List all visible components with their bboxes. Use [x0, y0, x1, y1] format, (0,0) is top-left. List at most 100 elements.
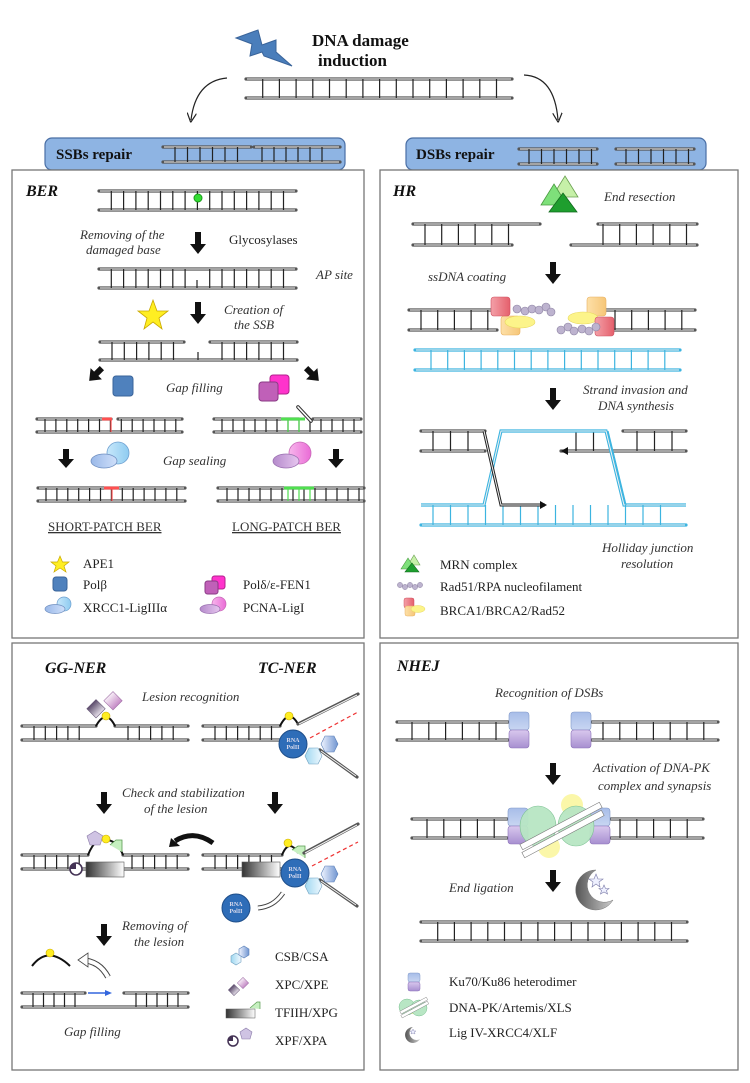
legend-pol-beta-icon [52, 576, 68, 592]
diagonal-arrow-left-icon [89, 365, 105, 381]
pcna-ligi-icon [272, 441, 312, 469]
activation-1: Activation of DNA-PK [592, 760, 711, 775]
legend-csb-csa-icon [230, 945, 250, 966]
legend-ku-label: Ku70/Ku86 heterodimer [449, 974, 577, 989]
legend-pol-delta-icon [204, 575, 226, 595]
ber-step-remove-1: Removing of the [79, 227, 165, 242]
synthesis-arrow-head [561, 447, 568, 455]
creation-ssb-2: the SSB [234, 317, 274, 332]
mrn-complex-icon [540, 175, 579, 213]
legend-lig-iv-icon [405, 1027, 420, 1043]
down-arrow-icon [96, 924, 112, 946]
legend-bead [417, 582, 423, 588]
damaged-base-icon [193, 193, 203, 203]
excised-oligo [31, 948, 71, 967]
dnapk-synapsis-complex [507, 794, 611, 859]
crossing-strand [607, 430, 627, 506]
nhej-panel [379, 642, 739, 1071]
brca-rad52-right [567, 296, 615, 337]
dsb-banner-label: DSBs repair [416, 147, 495, 163]
lesion-recognition-label: Lesion recognition [141, 689, 239, 704]
removing-lesion-2: the lesion [134, 934, 184, 949]
pol-delta-fen1-icon [258, 374, 290, 402]
rad51-bead [563, 322, 573, 332]
curved-arrow-icon [173, 833, 215, 846]
removing-lesion-1: Removing of [121, 918, 190, 933]
legend-pcna-label: PCNA-LigI [243, 600, 304, 615]
csb-hexagon [304, 747, 323, 765]
down-arrow-icon [545, 763, 561, 785]
down-arrow-icon [190, 232, 206, 254]
ssb-dna [98, 340, 299, 362]
holliday-1: Holliday junction [601, 540, 693, 555]
legend-bead [407, 582, 413, 588]
hr-label: HR [392, 183, 416, 200]
legend-brca-label: BRCA1/BRCA2/Rad52 [440, 603, 565, 618]
arrow-to-dsb [523, 74, 558, 120]
template-strand-inner [320, 750, 357, 777]
rna-pol-ii [280, 858, 310, 888]
rad51-bead [591, 322, 601, 332]
activation-2: complex and synapsis [598, 778, 711, 793]
ape1-star-icon [136, 298, 170, 331]
hr-panel [379, 169, 739, 639]
xpc-xpe-icon [86, 691, 123, 719]
end-resection-label: End resection [603, 189, 675, 204]
recognition-dsbs-label: Recognition of DSBs [494, 685, 603, 700]
rad51-bead [527, 304, 537, 314]
flap-strand [297, 406, 312, 422]
legend-xpf-xpa-icon [227, 1027, 253, 1047]
ku-dimer-left [508, 711, 530, 749]
gap-sealing-label: Gap sealing [163, 453, 227, 468]
ap-site-dna [97, 267, 298, 290]
gg-ner-stabilized-dna [20, 830, 190, 878]
broken-dna-ends [395, 720, 720, 742]
down-arrow-icon [545, 388, 561, 410]
displaced-strand-inner [304, 824, 358, 854]
coated-dna-ends [407, 308, 697, 332]
homologous-template-dna [413, 348, 682, 372]
legend-rad51-icon [397, 582, 423, 590]
legend-lig-iv-label: Lig IV-XRCC4/XLF [449, 1025, 557, 1040]
legend-tfiih-xpg-icon [225, 1001, 261, 1019]
tfiih-bar [85, 861, 125, 878]
gg-ner-label: GG-NER [45, 660, 107, 677]
nascent-rna [309, 711, 359, 739]
legend-xpf-xpa-label: XPF/XPA [275, 1033, 328, 1048]
legend-ape1-label: APE1 [83, 556, 114, 571]
rna-pol-text-2: PolII [229, 909, 243, 915]
rna-pol-text-1: RNA [287, 738, 301, 744]
ner-gap-filling-label: Gap filling [64, 1024, 121, 1039]
legend-xrcc1-label: XRCC1-LigIIIα [83, 600, 167, 615]
curved-arrow-head-icon [169, 838, 180, 847]
legend-bead [397, 582, 403, 588]
long-patch-repaired-dna [216, 486, 366, 503]
creation-ssb-1: Creation of [224, 302, 285, 317]
ber-panel [11, 169, 365, 639]
invading-strand-inner [483, 430, 545, 506]
ber-step-remove-2: damaged base [86, 242, 161, 257]
diagonal-arrow-right-icon [303, 365, 319, 381]
brca-rad52-left [490, 296, 536, 336]
short-patch-gap-filled-dna [35, 417, 184, 434]
csb-hexagon [304, 877, 323, 895]
nhej-label: NHEJ [396, 658, 441, 675]
legend-csb-csa-label: CSB/CSA [275, 949, 329, 964]
released-rna-pol-icon: RNA PolII [221, 893, 251, 923]
rna-pol-text-2: PolII [286, 745, 300, 751]
legend-mrn-label: MRN complex [440, 557, 518, 572]
gap-filling-label: Gap filling [166, 380, 223, 395]
ssb-banner-label: SSBs repair [56, 147, 132, 163]
ligated-dna [419, 920, 689, 943]
pol-beta-icon [112, 375, 134, 397]
legend-dnapk-label: DNA-PK/Artemis/XLS [449, 1000, 572, 1015]
synthesis-arrow-head [540, 501, 547, 509]
short-patch-repaired-dna [36, 486, 187, 503]
xpa-pentagon [86, 830, 104, 846]
template-strand-inner [320, 880, 357, 906]
strand-invasion-1: Strand invasion and [583, 382, 688, 397]
glycosylases-label: Glycosylases [229, 232, 298, 247]
lesion-icon [101, 834, 111, 844]
down-arrow-icon [328, 449, 344, 468]
